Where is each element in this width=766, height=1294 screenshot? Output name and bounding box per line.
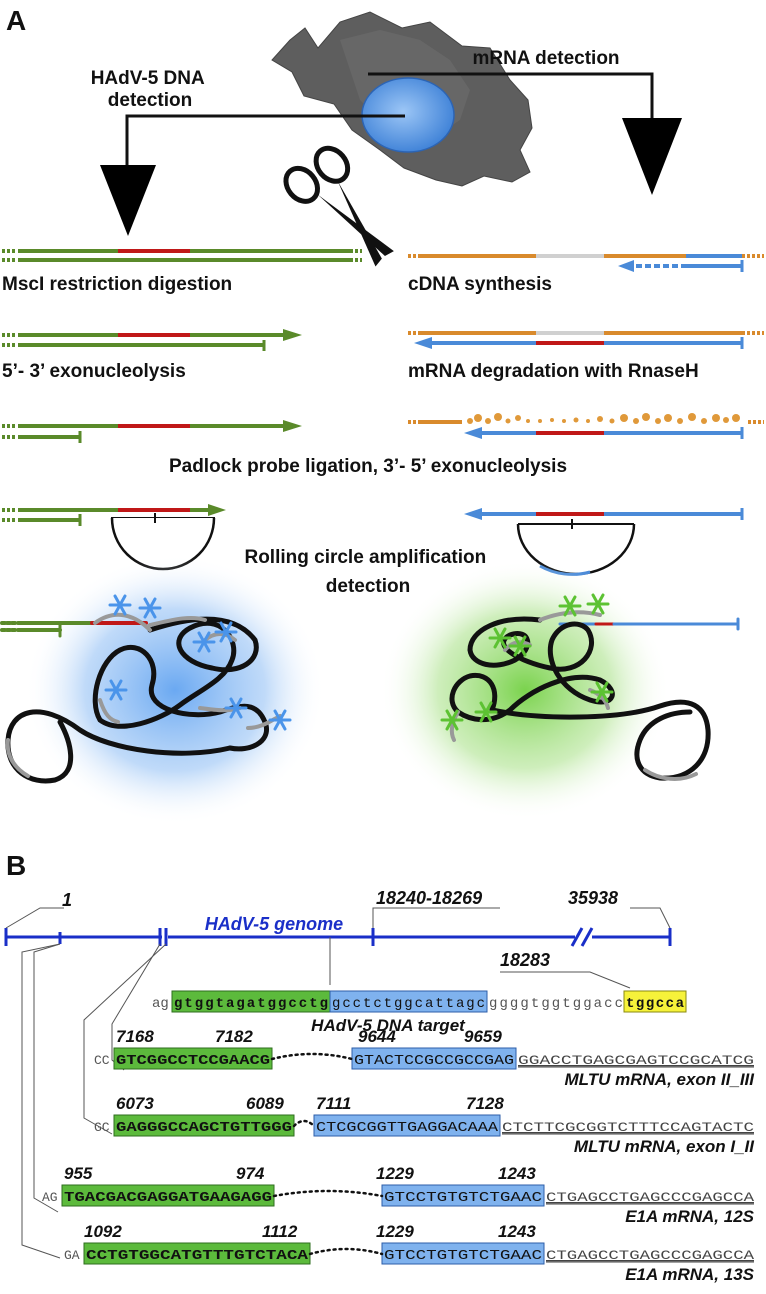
pos-start: 1 xyxy=(62,890,72,910)
seq-blue: GTACTCCGCCGCCGAG xyxy=(354,1053,514,1069)
seq-prefix: CC xyxy=(94,1053,110,1068)
seq-green: GTCGGCCTCCGAACG xyxy=(116,1053,270,1069)
cdna-synthesis-strands xyxy=(408,254,764,272)
cell-icon xyxy=(271,11,533,187)
row-label: E1A mRNA, 12S xyxy=(625,1207,754,1226)
dna-target-green: gtggtagatggcctg xyxy=(174,996,328,1012)
pos-end: 35938 xyxy=(568,888,618,908)
step-msci: MscI restriction digestion xyxy=(2,274,232,295)
asterisk-icon xyxy=(440,593,614,731)
step-padlock: Padlock probe ligation, 3’- 5’ exonucleo… xyxy=(169,456,567,477)
seq-tail: CTGAGCCTGAGCCCGAGCCA xyxy=(546,1190,754,1205)
pos-2: 1112 xyxy=(262,1222,298,1241)
pos-4: 1243 xyxy=(498,1164,536,1183)
rca-product-dna xyxy=(0,612,282,784)
dna-target-label: HAdV-5 DNA target xyxy=(311,1016,466,1035)
splice-junction-dots xyxy=(270,1052,354,1061)
row-label: E1A mRNA, 13S xyxy=(625,1265,754,1284)
green-signal-glow xyxy=(380,560,670,820)
pos-site: 18283 xyxy=(500,950,550,970)
pos-2: 6089 xyxy=(246,1094,284,1113)
seq-blue: GTCCTGTGTCTGAAC xyxy=(384,1190,542,1206)
panel-b-letter: B xyxy=(6,850,26,881)
probe-blue-box xyxy=(313,1114,501,1137)
pos-3: 7111 xyxy=(316,1094,351,1113)
seq-prefix: GA xyxy=(64,1248,80,1263)
pos-1: 7168 xyxy=(116,1027,154,1046)
dna-duplex-1 xyxy=(2,249,362,262)
seq-tail: CTGAGCCTGAGCCCGAGCCA xyxy=(546,1248,754,1263)
step-exonuclease: 5’- 3’ exonucleolysis xyxy=(2,361,186,382)
pos-4: 9659 xyxy=(464,1027,502,1046)
dna-detection-arrow xyxy=(100,114,405,236)
dna-detection-label: HAdV-5 DNA detection xyxy=(91,68,210,111)
dna-target-prefix: ag xyxy=(152,996,169,1012)
step-rca: Rolling circle amplification detection xyxy=(244,547,491,597)
seq-blue: CTCGCGGTTGAGGACAAA xyxy=(316,1120,499,1136)
dna-duplex-3 xyxy=(2,420,302,443)
pos-2: 7182 xyxy=(215,1027,253,1046)
degraded-mrna xyxy=(408,413,764,439)
seq-prefix: AG xyxy=(42,1190,58,1205)
mrna-detection-label: mRNA detection xyxy=(472,48,619,69)
pos-1: 6073 xyxy=(116,1094,154,1113)
seq-tail: CTCTTCGCGGTCTTTCCAGTACTC xyxy=(502,1120,754,1135)
genome-bar xyxy=(4,927,672,947)
splice-junction-dots xyxy=(272,1189,384,1198)
dna-target-mid: ggggtggtggacc xyxy=(489,996,623,1012)
pos-2: 974 xyxy=(236,1164,265,1183)
dna-target-blue: gcctctggcattagc xyxy=(332,996,485,1012)
pos-1: 1092 xyxy=(84,1222,122,1241)
seq-green: CCTGTGGCATGTTTGTCTACA xyxy=(86,1248,309,1264)
dna-duplex-2 xyxy=(2,329,302,351)
pos-3: 1229 xyxy=(376,1222,414,1241)
seq-green: TGACGACGAGGATGAAGAGG xyxy=(64,1190,272,1206)
padlock-probe-cdna xyxy=(464,508,744,576)
rca-product-mrna xyxy=(449,610,740,781)
seq-tail: GGACCTGAGCGAGTCCGCATCG xyxy=(518,1053,754,1068)
asterisk-icon xyxy=(104,594,292,731)
pos-target: 18240-18269 xyxy=(376,888,482,908)
mrna-detection-arrow xyxy=(368,72,682,195)
dna-target-site: tggcca xyxy=(626,996,685,1012)
pos-3: 9644 xyxy=(358,1027,396,1046)
dna-target-yellow-box xyxy=(623,990,687,1013)
seq-prefix: GC xyxy=(94,1120,110,1135)
row-label: MLTU mRNA, exon II_III xyxy=(564,1070,755,1089)
step-rnaseh: mRNA degradation with RnaseH xyxy=(408,361,699,382)
mrna-rows: CC GTCGGCCTCCGAACG GTACTCCGCCGCCGAG GGACCTG… xyxy=(42,1027,755,1284)
scissors-icon xyxy=(283,145,394,267)
splice-junction-dots xyxy=(292,1119,316,1128)
seq-green: GAGGGCCAGCTGTTGGG xyxy=(116,1120,292,1136)
row-label: MLTU mRNA, exon I_II xyxy=(574,1137,755,1156)
pos-1: 955 xyxy=(64,1164,93,1183)
step-cdna: cDNA synthesis xyxy=(408,274,552,295)
genome-label: HAdV-5 genome xyxy=(205,914,343,934)
rnaseh-strands xyxy=(408,331,764,349)
panel-a-letter: A xyxy=(6,5,26,36)
seq-blue: GTCCTGTGTCTGAAC xyxy=(384,1248,542,1264)
pos-4: 7128 xyxy=(466,1094,504,1113)
pos-4: 1243 xyxy=(498,1222,536,1241)
pos-3: 1229 xyxy=(376,1164,414,1183)
splice-junction-dots xyxy=(308,1247,384,1256)
dna-target-blue-box xyxy=(329,990,488,1013)
blue-signal-glow xyxy=(25,555,325,825)
